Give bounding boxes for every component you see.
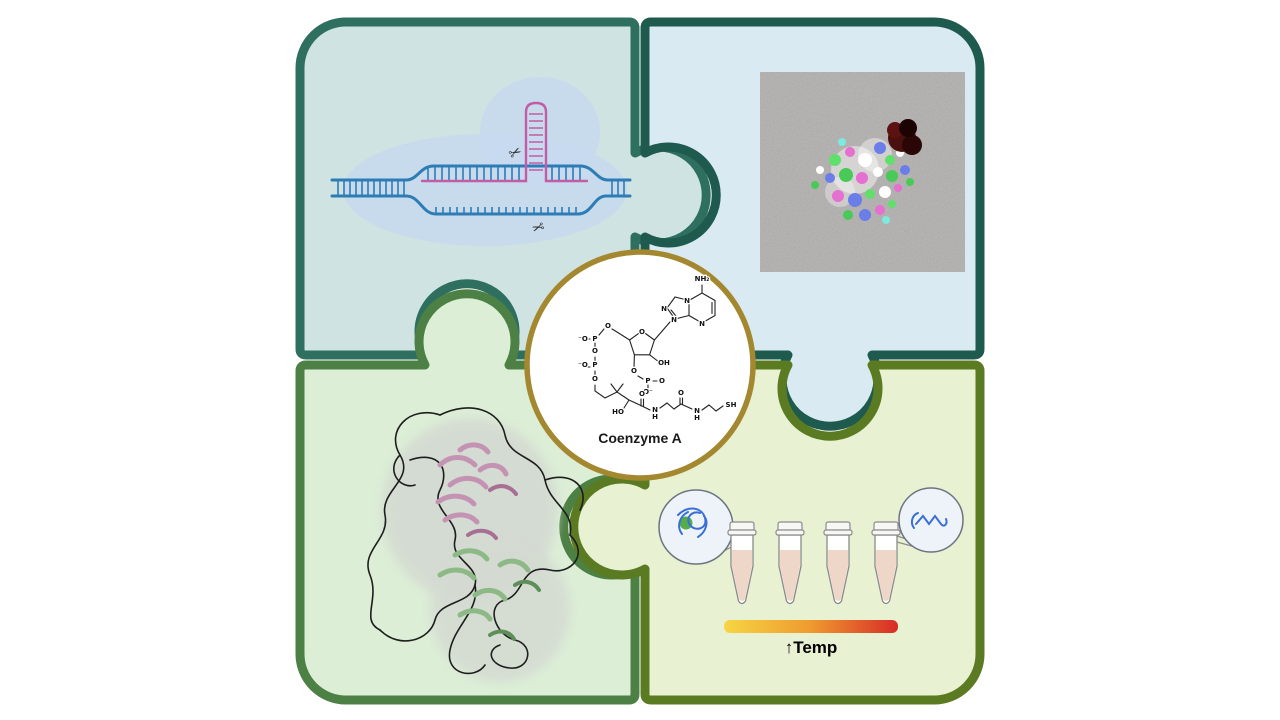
atom-label: O xyxy=(631,367,637,375)
protein-structure-illustration xyxy=(367,407,584,682)
figure-canvas: ✂ ✂ xyxy=(290,10,990,710)
atom-label: O xyxy=(678,389,684,397)
scissors-icon: ✂ xyxy=(529,216,547,236)
protein-helices xyxy=(435,442,518,540)
molecule-rings xyxy=(628,284,716,356)
folded-protein-callout xyxy=(658,489,734,565)
hairpin-stem-rungs xyxy=(529,113,543,171)
atom-label: H xyxy=(694,414,700,422)
center-circle xyxy=(524,249,756,481)
atom-label: N xyxy=(661,305,667,313)
protein-shadow xyxy=(430,538,570,682)
atom-label: N xyxy=(671,316,677,324)
atom-label: P xyxy=(592,361,597,369)
atom-label: H xyxy=(652,413,658,421)
atom-label: N xyxy=(652,406,658,414)
atom-label: ⁻O xyxy=(578,361,588,369)
atom-label: N xyxy=(694,407,700,415)
background-blob xyxy=(480,77,600,187)
puzzle-figure: ✂ ✂ xyxy=(295,17,985,705)
atom-label: O xyxy=(592,375,598,383)
dna-rungs-left xyxy=(337,181,405,195)
atom-label: NH₂ xyxy=(695,275,710,283)
temperature-label: ↑Temp xyxy=(784,638,838,657)
atom-label: O xyxy=(605,322,611,330)
atom-label: N xyxy=(684,297,690,305)
thermal-shift-assay-illustration xyxy=(658,487,964,633)
dna-top-strand xyxy=(330,164,632,182)
atom-label: O xyxy=(639,328,645,336)
atom-label: SH xyxy=(726,401,737,409)
atom-label: P xyxy=(592,335,597,343)
pcr-tubes xyxy=(727,521,901,605)
atom-label: P xyxy=(645,377,650,385)
ligand-dot xyxy=(679,516,693,530)
dna-bottom-strand xyxy=(330,194,632,216)
dna-replication-illustration: ✂ ✂ xyxy=(330,77,632,246)
protein-loops xyxy=(367,407,584,675)
protein-strands xyxy=(437,548,541,641)
atom-label: O⁻ xyxy=(643,388,653,396)
dna-rungs-right xyxy=(611,181,625,195)
temperature-gradient-bar xyxy=(724,620,898,633)
dna-bubble-bottom-ticks xyxy=(435,207,577,213)
atom-label: O xyxy=(639,390,645,398)
atom-label: OH xyxy=(658,359,670,367)
unfolded-protein-squiggle xyxy=(910,512,948,529)
microscopy-image xyxy=(760,72,965,272)
dna-bubble-top-rungs xyxy=(427,167,581,180)
atom-label: ⁻O xyxy=(578,335,588,343)
atom-label: O xyxy=(659,377,665,385)
atom-label: N xyxy=(699,320,705,328)
atom-label: O xyxy=(592,347,598,355)
rna-hairpin-strand xyxy=(420,101,589,183)
atom-label: HO xyxy=(612,408,624,416)
folded-protein-squiggle xyxy=(677,507,708,538)
molecule-chain xyxy=(585,328,724,412)
microscopy-noise xyxy=(760,72,965,272)
molecule-double-bonds xyxy=(640,301,713,407)
cell-cluster xyxy=(811,119,922,224)
coenzyme-a-label: Coenzyme A xyxy=(598,430,682,446)
